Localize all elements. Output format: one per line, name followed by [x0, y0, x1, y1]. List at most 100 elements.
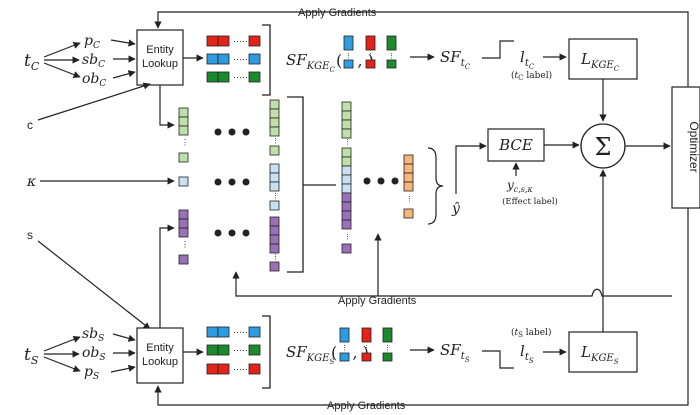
arrow-sbs-lookup [112, 333, 136, 342]
bottom-rows-bracket [262, 315, 271, 389]
top-row-red-cell [217, 35, 230, 47]
ob-c-label: obC [82, 71, 106, 89]
orange-vector: ⋮ [403, 154, 414, 219]
kappa-input: κ [26, 174, 36, 190]
p-c-label: pC [84, 33, 100, 51]
optimizer-label: Optimizer [687, 121, 700, 172]
top-row-green-cell [217, 71, 230, 83]
svg-text:⋮: ⋮ [363, 344, 370, 352]
top-gradient-loop [154, 11, 689, 87]
top-row-blue-cell [206, 53, 219, 65]
apply-gradients-bottom-label: Apply Gradients [327, 400, 406, 412]
svg-text:⋮: ⋮ [272, 137, 279, 145]
entity-lookup-top-line2: Lookup [142, 58, 178, 70]
concat-ellipsis-dots [363, 177, 399, 185]
loss-kge-c-label: LKGEC [580, 50, 620, 73]
svg-text:⋮: ⋮ [341, 344, 348, 352]
svg-text:⋮: ⋮ [344, 138, 351, 146]
entity-lookup-bottom-line1: Entity [146, 342, 174, 354]
optimizer-box [671, 86, 700, 209]
arrow-obc-lookup [112, 70, 136, 79]
top-embedding-rows: ····· ····· ····· [206, 35, 261, 83]
svg-text:⋮: ⋮ [272, 192, 279, 200]
svg-text:⋮: ⋮ [384, 344, 391, 352]
left-ellipsis-dots [214, 128, 250, 237]
arrow-s-lookup [37, 240, 151, 330]
sb-s-label: sbS [82, 326, 104, 344]
left-vectors: ⋮ ⋮ [178, 107, 189, 265]
arrow-pc-lookup [110, 39, 136, 47]
arrow-tc-obc [43, 62, 81, 79]
sf-ts-label: SFtS [440, 341, 470, 364]
l-ts-label: ltS [520, 342, 534, 365]
arrow-ps-lookup [110, 364, 136, 373]
entity-lookup-top-box [136, 29, 184, 86]
svg-text:⋮: ⋮ [406, 195, 413, 203]
sf-tc-label: SFtC [440, 48, 471, 71]
loss-kge-s-box [568, 331, 638, 373]
arrow-yhat-bce [455, 142, 487, 194]
sf-kge-c-label: SFKGEC [286, 51, 335, 74]
top-row-red-dots: ····· [233, 36, 248, 46]
svg-text:⋮: ⋮ [181, 240, 189, 249]
top-row-red-cell [206, 35, 219, 47]
ob-s-label: obS [82, 345, 106, 363]
svg-text:⋮: ⋮ [345, 52, 352, 60]
sum-symbol: Σ [595, 133, 612, 161]
arrow-ts-ps [43, 356, 81, 373]
y-hat-label: ŷ [451, 200, 461, 217]
svg-text:⋮: ⋮ [272, 253, 279, 261]
orange-brace [427, 147, 444, 225]
bottom-embedding-rows: ····· ····· ····· [206, 326, 261, 375]
loss-kge-s-label: LKGES [580, 343, 619, 366]
svg-text:⋮: ⋮ [344, 233, 351, 241]
sf-kge-s-label: SFKGES [286, 343, 334, 366]
bottom-gradient-loop [154, 208, 689, 406]
arrow-sftc-ltc [482, 40, 514, 59]
top-row-green-cell [206, 71, 219, 83]
tc-label-caption: (tC label) [511, 70, 552, 82]
concatenated-vector: ⋮ ⋮ [341, 101, 352, 254]
arrow-tc-pc [43, 41, 81, 58]
arrow-c-lookup [37, 82, 151, 121]
c-input: c [27, 118, 33, 132]
ts-label-caption: (tS label) [511, 327, 552, 339]
top-row-red-cell [248, 35, 261, 47]
top-row-green-dots: ····· [233, 72, 248, 82]
s-input: s [27, 228, 33, 242]
l-tc-label: ltC [520, 48, 535, 71]
top-row-blue-dots: ····· [233, 54, 248, 64]
bce-box [487, 128, 545, 162]
sf-kge-s-vectors: ⋮ ⋮ ⋮ [339, 327, 393, 362]
effect-label-caption: (Effect label) [502, 196, 558, 207]
svg-text:⋮: ⋮ [388, 52, 395, 60]
middle-bracket [287, 96, 304, 273]
svg-text:·····: ····· [233, 327, 248, 337]
top-rows-bracket [262, 24, 271, 96]
right-vectors: ⋮ ⋮ ⋮ [269, 99, 280, 272]
svg-text:·····: ····· [233, 364, 248, 374]
top-row-blue-cell [248, 53, 261, 65]
middle-gradient-loop [232, 271, 672, 297]
sb-c-label: sbC [82, 52, 105, 70]
arrow-ts-sbs [43, 335, 81, 352]
bce-label: BCE [498, 136, 533, 154]
t-s-input: tS [24, 345, 39, 367]
entity-lookup-bottom-line2: Lookup [142, 356, 178, 368]
loss-kge-c-box [568, 38, 638, 80]
svg-text:⋮: ⋮ [367, 52, 374, 60]
p-s-label: pS [84, 364, 99, 382]
apply-gradients-middle-label: Apply Gradients [338, 295, 417, 307]
svg-text:⋮: ⋮ [181, 138, 189, 147]
arrow-lookup-top-green [159, 85, 175, 129]
top-row-green-cell [248, 71, 261, 83]
svg-text:·····: ····· [233, 345, 248, 355]
arrow-sfts-lts [482, 350, 514, 369]
apply-gradients-top-label: Apply Gradients [298, 7, 377, 19]
sf-kge-c-vectors: ⋮ ⋮ ⋮ [343, 35, 397, 69]
top-row-blue-cell [217, 53, 230, 65]
effect-y-label: yc,s,κ [506, 178, 533, 194]
entity-lookup-bottom-box [136, 327, 184, 384]
